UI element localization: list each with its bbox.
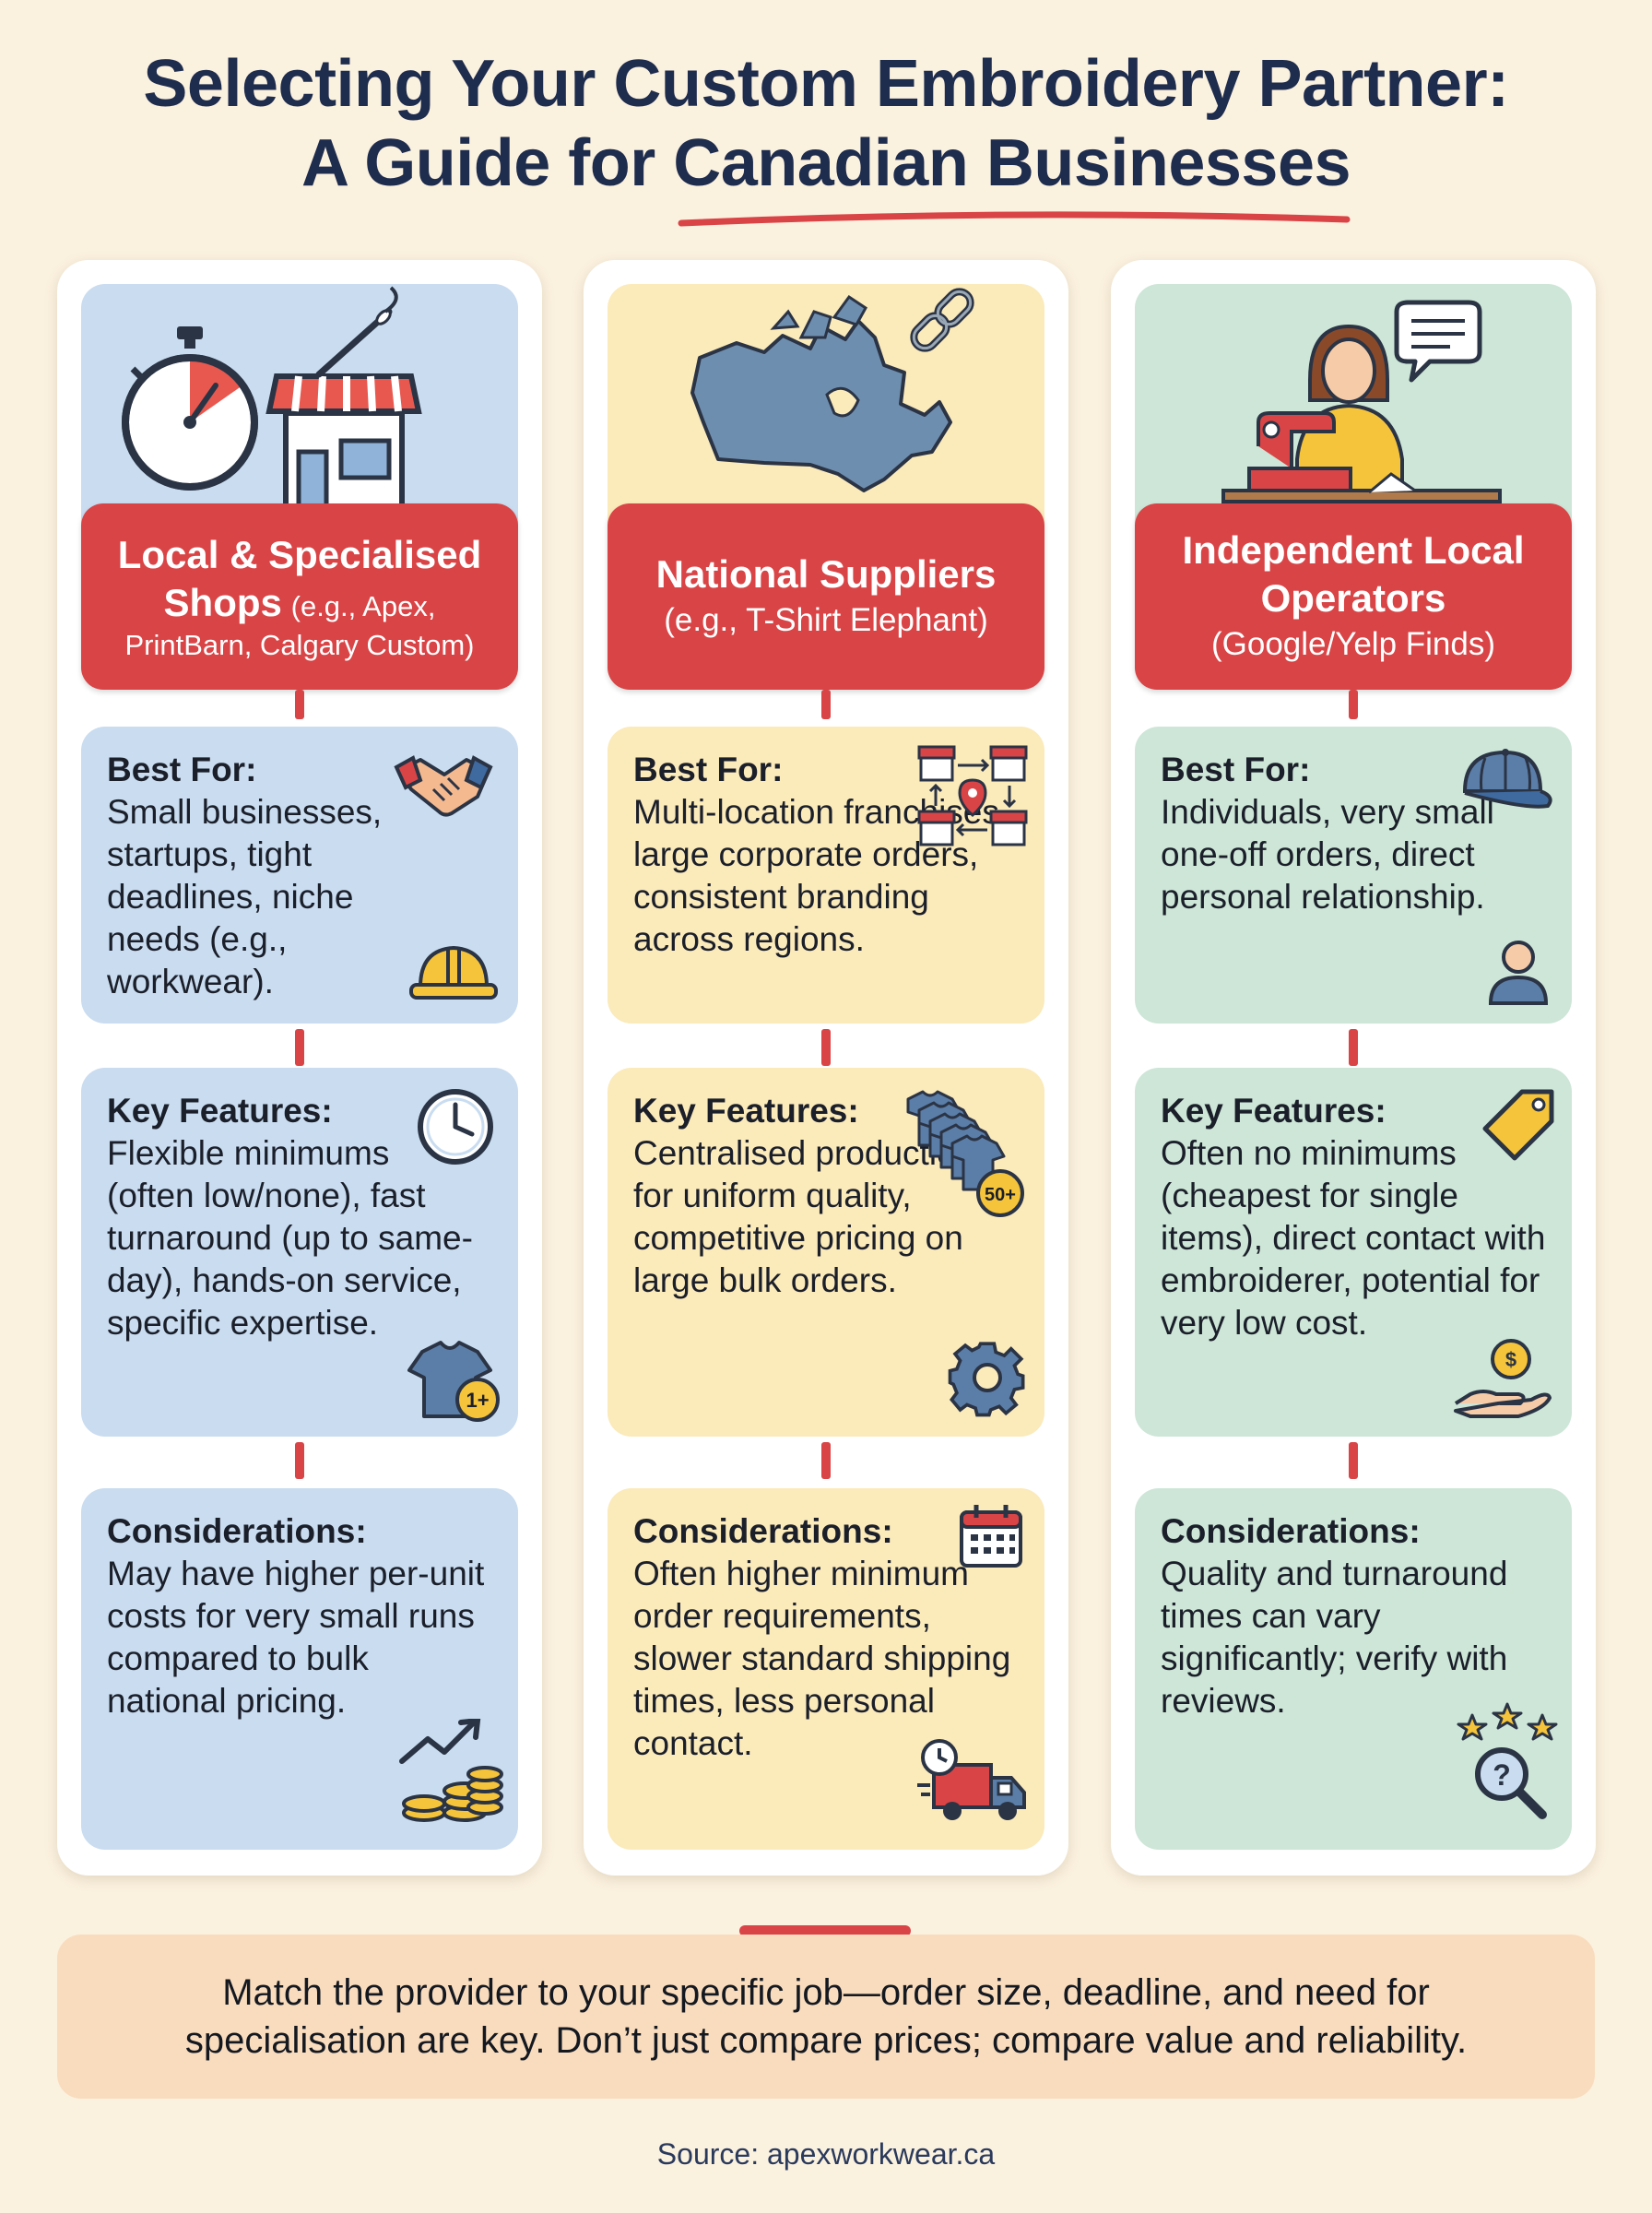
connector [295, 1442, 304, 1479]
sewing-woman-icon [1221, 300, 1502, 503]
canada-map-icon [690, 288, 974, 492]
header-title: National Suppliers [655, 552, 997, 596]
card-label: Best For: [107, 751, 257, 788]
header-title-2: Shops [163, 581, 282, 624]
considerations-card: Considerations: Often higher minimum ord… [608, 1488, 1044, 1850]
title-line-2: A Guide for Canadian Businesses [301, 126, 1351, 200]
calendar-icon [960, 1505, 1022, 1568]
svg-text:$: $ [1505, 1348, 1516, 1371]
svg-text:?: ? [1493, 1758, 1511, 1792]
tshirt-icon: 1+ [407, 1341, 500, 1422]
card-text: Centralised production for uniform quali… [633, 1134, 975, 1299]
column-local-shops: Local & Specialised Shops (e.g., Apex, P… [57, 260, 542, 1876]
column-national-suppliers: National Suppliers (e.g., T-Shirt Elepha… [584, 260, 1068, 1876]
considerations-card: Considerations: Quality and turnaround t… [1135, 1488, 1572, 1850]
header-title: Independent Local [1182, 528, 1525, 572]
header-subtitle: (e.g., T-Shirt Elephant) [664, 602, 988, 638]
card-label: Key Features: [633, 1092, 859, 1130]
card-label: Considerations: [633, 1512, 893, 1550]
stars-magnifier-icon: ? [1457, 1702, 1558, 1819]
key-features-card: Key Features: Centralised production for… [608, 1068, 1044, 1437]
card-text: Individuals, very small one-off orders, … [1161, 793, 1494, 916]
key-features-card: Key Features: Often no minimums (cheapes… [1135, 1068, 1572, 1437]
key-features-card: Key Features: Flexible minimums (often l… [81, 1068, 518, 1437]
person-icon [1488, 941, 1549, 1005]
store-network-icon [917, 745, 1028, 846]
card-label: Best For: [1161, 751, 1311, 788]
header-subtitle-2: PrintBarn, Calgary Custom) [124, 629, 475, 661]
delivery-truck-icon [917, 1739, 1026, 1820]
header-subtitle: (Google/Yelp Finds) [1210, 626, 1496, 662]
connector [295, 690, 304, 719]
title-underline [678, 211, 1351, 227]
handshake-icon [394, 755, 493, 817]
summary-line-2: specialisation are key. Don’t just compa… [184, 2020, 1468, 2061]
stopwatch-shop-icon [122, 286, 422, 512]
card-label: Key Features: [107, 1092, 333, 1130]
title-line-1: Selecting Your Custom Embroidery Partner… [143, 47, 1509, 121]
price-tag-icon [1482, 1089, 1554, 1161]
source-credit: Source: apexworkwear.ca [656, 2137, 996, 2171]
card-label: Considerations: [107, 1512, 367, 1550]
card-label: Key Features: [1161, 1092, 1386, 1130]
header-local-shops: Local & Specialised Shops (e.g., Apex, P… [81, 503, 518, 690]
badge-text: 1+ [466, 1389, 489, 1412]
card-text: Often higher minimum order requirements,… [633, 1555, 1011, 1762]
gear-icon [948, 1342, 1025, 1417]
column-independent-operators: Independent Local Operators (Google/Yelp… [1111, 260, 1596, 1876]
summary-callout: Match the provider to your specific job—… [57, 1935, 1595, 2099]
card-label: Considerations: [1161, 1512, 1421, 1550]
best-for-card: Best For: Multi-location franchises, lar… [608, 727, 1044, 1024]
connector [1349, 690, 1358, 719]
clock-icon [418, 1089, 493, 1165]
best-for-card: Best For: Small businesses, startups, ti… [81, 727, 518, 1024]
card-text: May have higher per-unit costs for very … [107, 1555, 485, 1720]
header-subtitle: (e.g., Apex, [290, 590, 436, 622]
badge-text: 50+ [985, 1185, 1016, 1205]
card-text: Quality and turnaround times can vary si… [1161, 1555, 1508, 1720]
header-national: National Suppliers (e.g., T-Shirt Elepha… [608, 503, 1044, 690]
connector [1349, 1442, 1358, 1479]
card-label: Best For: [633, 751, 784, 788]
card-text: Small businesses, startups, tight deadli… [107, 793, 383, 1000]
header-title: Local & Specialised [117, 533, 482, 576]
header-independent: Independent Local Operators (Google/Yelp… [1135, 503, 1572, 690]
money-hand-icon: $ [1454, 1339, 1552, 1418]
connector [821, 690, 831, 719]
considerations-card: Considerations: May have higher per-unit… [81, 1488, 518, 1850]
connector [821, 1029, 831, 1066]
connector [1349, 1029, 1358, 1066]
coins-trend-icon [399, 1719, 503, 1822]
card-text: Often no minimums (cheapest for single i… [1161, 1134, 1546, 1342]
tshirt-stack-icon: 50+ [906, 1090, 1024, 1217]
summary-line-1: Match the provider to your specific job—… [222, 1972, 1430, 2013]
card-text: Flexible minimums (often low/none), fast… [107, 1134, 473, 1342]
header-title-2: Operators [1260, 576, 1446, 620]
cap-icon [1462, 749, 1552, 809]
connector [295, 1029, 304, 1066]
footer-accent-bar [739, 1925, 911, 1936]
best-for-card: Best For: Individuals, very small one-of… [1135, 727, 1572, 1024]
hard-hat-icon [409, 945, 498, 1000]
connector [821, 1442, 831, 1479]
page-title: Selecting Your Custom Embroidery Partner… [0, 44, 1652, 203]
card-text: Multi-location franchises, large corpora… [633, 793, 1009, 958]
